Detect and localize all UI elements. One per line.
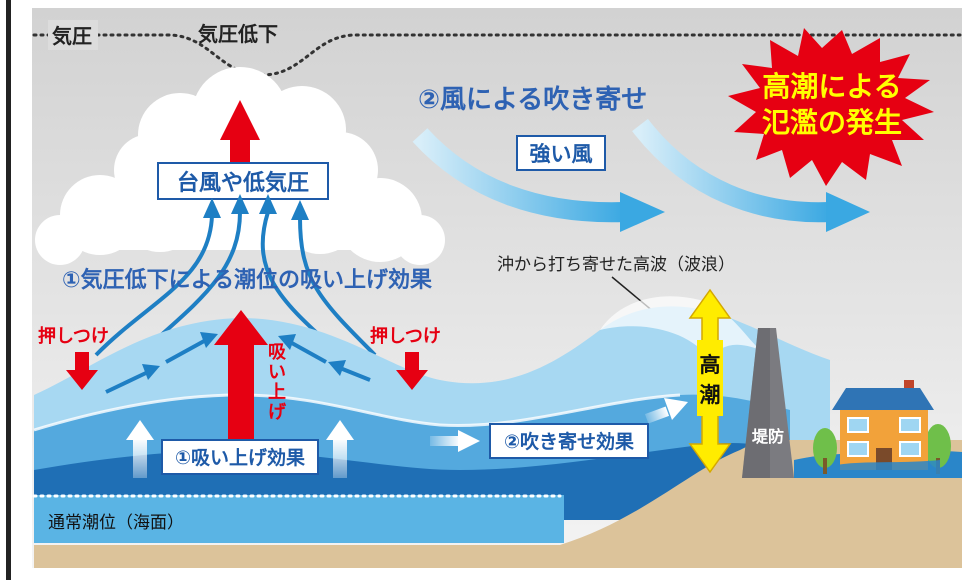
pressure-label: 気圧 <box>52 24 92 48</box>
storm-surge-label-bg <box>697 340 723 416</box>
pressure-label-bg <box>48 20 98 50</box>
wind-effect-label: ②吹き寄せ効果 <box>504 430 634 453</box>
suction-effect-label: ①吸い上げ効果 <box>175 446 305 469</box>
tree-left <box>813 428 837 474</box>
wind-drift-title: ②風による吹き寄せ <box>418 84 647 115</box>
suction-title: ①気圧低下による潮位の吸い上げ効果 <box>62 267 432 293</box>
white-up-arrow-left <box>126 420 154 478</box>
house-flood <box>830 460 940 478</box>
suction-red-arrow <box>214 310 268 440</box>
suction-vertical-2: い <box>268 362 286 383</box>
sand <box>34 440 962 568</box>
wind-arrow-1 <box>412 128 665 232</box>
flood-text-line1: 高潮による <box>762 70 901 103</box>
flood-text-line2: 氾濫の発生 <box>762 106 902 139</box>
wind-effect-arrow-left <box>430 430 480 452</box>
wind-effect-arrow-right <box>644 398 688 424</box>
pressure-drop-label: 気圧低下 <box>198 22 278 46</box>
seawall-shade <box>742 328 770 478</box>
wind-effect-box <box>489 423 649 459</box>
push-down-label-left: 押しつけ <box>38 325 109 347</box>
suction-vertical-4: げ <box>268 402 287 423</box>
push-down-arrow-right <box>396 352 428 390</box>
sea-line <box>33 393 681 432</box>
storm-surge-label-1: 高 <box>700 353 721 377</box>
surface-flow-arrows <box>105 338 371 394</box>
suction-vertical-3: 上 <box>268 382 286 403</box>
house <box>832 380 934 470</box>
push-down-label-right: 押しつけ <box>370 325 441 347</box>
normal-tide-label: 通常潮位（海面） <box>48 513 184 533</box>
surface-flow-arrowheads <box>142 332 346 380</box>
offshore-wave-label: 沖から打ち寄せた高波（波浪） <box>497 255 735 275</box>
push-down-arrow-left <box>66 352 98 390</box>
suction-flow-arrowheads <box>203 194 309 220</box>
strong-wind-label: 強い風 <box>530 142 593 166</box>
storm-surge-label-2: 潮 <box>700 383 721 407</box>
strong-wind-box <box>516 135 606 171</box>
left-border <box>6 0 11 580</box>
typhoon-box <box>157 162 329 200</box>
suction-effect-box <box>161 439 319 475</box>
wind-arrow-2 <box>632 118 870 232</box>
normal-tide-band <box>34 495 564 543</box>
white-up-arrow-right <box>326 420 354 478</box>
seawall-label: 堤防 <box>752 427 784 446</box>
flood-starburst <box>728 28 934 186</box>
suction-vertical-1: 吸 <box>268 342 287 363</box>
typhoon-label: 台風や低気圧 <box>177 170 309 196</box>
